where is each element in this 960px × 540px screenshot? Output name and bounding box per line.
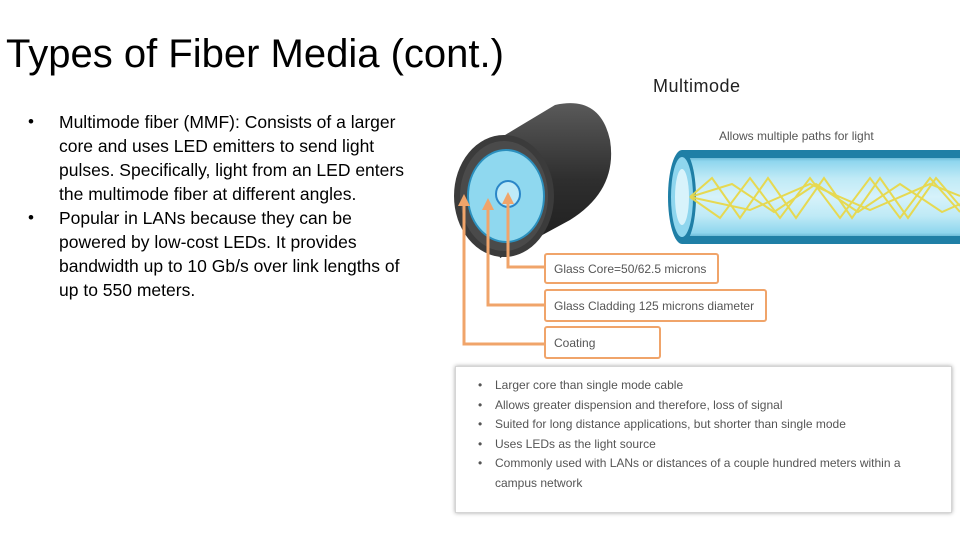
coating-callout: Coating	[544, 326, 661, 359]
bullet-list: • Multimode fiber (MMF): Consists of a l…	[28, 110, 413, 302]
property-text: Suited for long distance applications, b…	[495, 417, 846, 431]
bullet-glyph: •	[478, 436, 483, 451]
bullet-item: • Multimode fiber (MMF): Consists of a l…	[28, 110, 413, 206]
paths-caption: Allows multiple paths for light	[719, 129, 874, 143]
list-item: • Larger core than single mode cable	[478, 376, 935, 396]
properties-list: • Larger core than single mode cable • All…	[456, 367, 951, 493]
multimode-label: Multimode	[653, 76, 741, 96]
bullet-text: Popular in LANs because they can be powe…	[59, 208, 400, 300]
leader-arrowheads	[458, 192, 514, 210]
light-paths	[689, 176, 960, 220]
bullet-glyph: •	[478, 417, 483, 431]
bullet-item: • Popular in LANs because they can be po…	[28, 206, 413, 302]
bullet-glyph: •	[478, 397, 483, 412]
coating-label: Coating	[554, 335, 596, 350]
property-text: Allows greater dispension and therefore,…	[495, 397, 783, 412]
glass-core-label: Glass Core=50/62.5 microns	[554, 261, 707, 276]
bullet-glyph: •	[28, 208, 34, 227]
glass-core-callout: Glass Core=50/62.5 microns	[544, 253, 719, 284]
callout-leader-lines	[462, 198, 546, 346]
property-text: Larger core than single mode cable	[495, 378, 684, 392]
bullet-glyph: •	[478, 378, 483, 392]
slide-title: Types of Fiber Media (cont.)	[6, 32, 504, 76]
glass-cladding-callout: Glass Cladding 125 microns diameter	[544, 289, 767, 322]
property-text: Commonly used with LANs or distances of …	[495, 456, 901, 490]
list-item: • Commonly used with LANs or distances of…	[478, 454, 935, 493]
bullet-text: Multimode fiber (MMF): Consists of a lar…	[59, 112, 404, 204]
list-item: • Uses LEDs as the light source	[478, 435, 935, 455]
multimode-properties-box: • Larger core than single mode cable • All…	[455, 366, 952, 513]
list-item: • Allows greater dispension and therefore…	[478, 396, 935, 416]
list-item: • Suited for long distance applications, …	[478, 415, 935, 435]
property-text: Uses LEDs as the light source	[495, 436, 656, 451]
fiber-cross-section-illustration	[454, 103, 960, 346]
glass-cladding-label: Glass Cladding 125 microns diameter	[554, 298, 755, 313]
bullet-glyph: •	[478, 456, 483, 470]
multimode-tube	[668, 150, 960, 244]
bullet-glyph: •	[28, 112, 34, 131]
cable-end-view	[454, 103, 612, 258]
